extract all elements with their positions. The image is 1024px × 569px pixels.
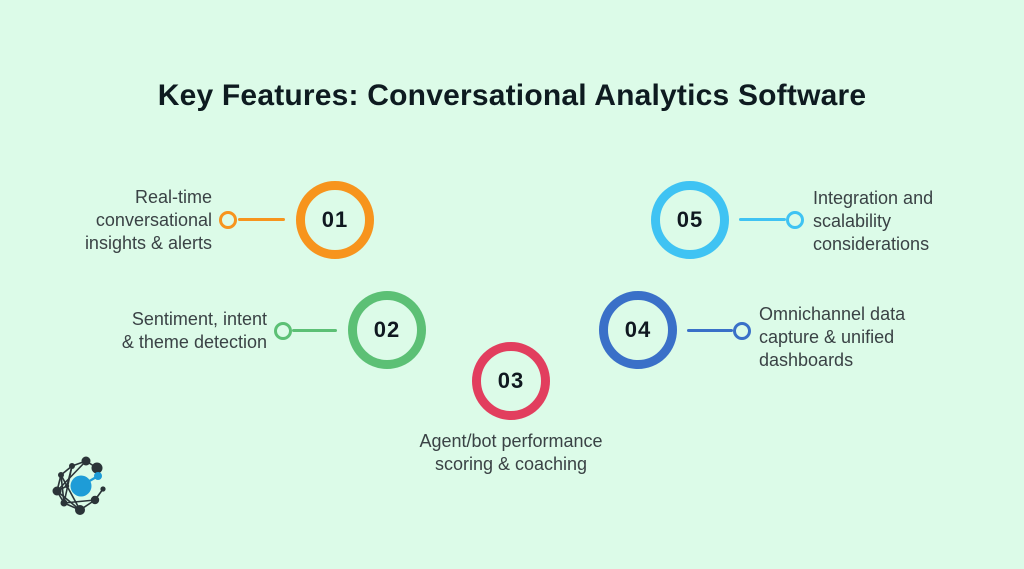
connector-dot [733,322,751,340]
feature-label: Integration and scalability consideratio… [813,188,934,254]
feature-circle: 03 [472,342,550,420]
connector-line [687,329,733,332]
feature-label: Real-time conversational insights & aler… [84,187,212,253]
connector-dot [786,211,804,229]
feature-number: 02 [373,317,401,342]
connector-line [238,218,285,221]
page-title: Key Features: Conversational Analytics S… [157,79,867,112]
feature-circle: 02 [348,291,426,369]
feature-number: 01 [321,207,349,232]
connector-line [292,329,337,332]
feature-label: Agent/bot performance scoring & coaching [419,431,603,474]
feature-circle: 04 [599,291,677,369]
feature-circle: 05 [651,181,729,259]
network-logo-icon [52,456,106,515]
connector-dot [274,322,292,340]
feature-number: 04 [624,317,652,342]
feature-number: 03 [497,368,525,393]
feature-circle: 01 [296,181,374,259]
feature-label: Omnichannel data capture & unified dashb… [759,304,906,370]
connector-dot [219,211,237,229]
feature-number: 05 [676,207,704,232]
connector-line [739,218,786,221]
feature-label: Sentiment, intent & theme detection [121,309,267,352]
